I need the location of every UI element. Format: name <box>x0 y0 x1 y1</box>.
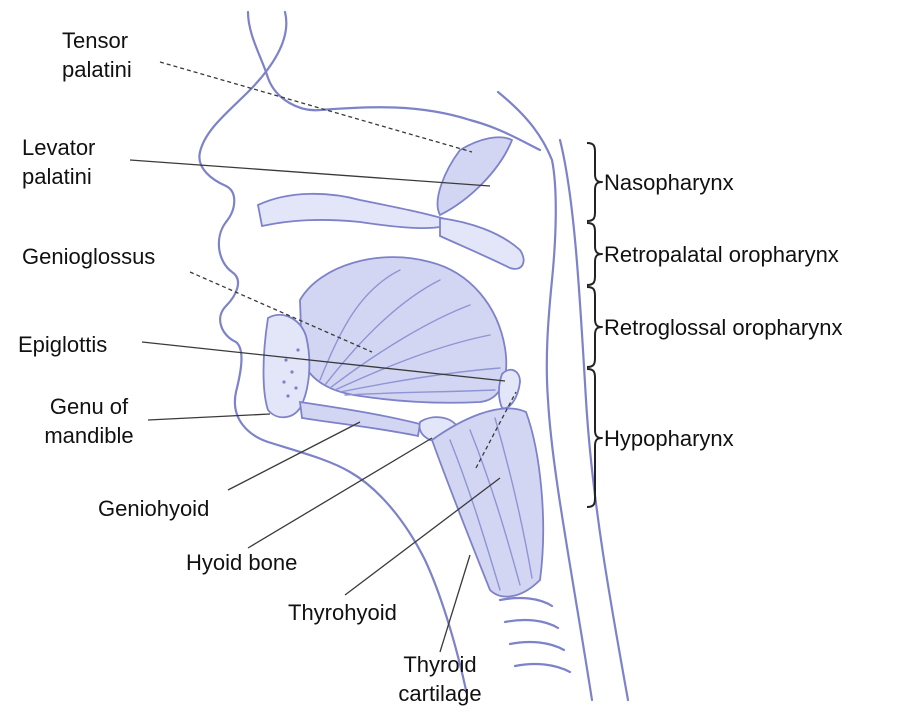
thyrohyoid-muscle <box>432 408 543 596</box>
label-epiglottis: Epiglottis <box>18 330 107 359</box>
region-retropalatal-oropharynx: Retropalatal oropharynx <box>604 240 839 269</box>
label-genu-of-mandible: Genu of mandible <box>24 392 154 450</box>
label-tensor-palatini: Tensor palatini <box>62 26 132 84</box>
hard-palate <box>258 194 455 228</box>
nasal-cavity-outline <box>248 12 540 150</box>
leader-geniohyoid <box>228 422 360 490</box>
label-geniohyoid: Geniohyoid <box>98 494 209 523</box>
leader-genu-of-mandible <box>148 414 270 420</box>
epiglottis <box>499 370 520 408</box>
label-thyroid-cartilage: Thyroid cartilage <box>385 650 495 708</box>
region-hypopharynx: Hypopharynx <box>604 424 734 453</box>
palatine-muscle-band <box>438 137 512 215</box>
region-retroglossal-oropharynx: Retroglossal oropharynx <box>604 313 842 342</box>
leader-tensor-palatini <box>160 62 472 152</box>
label-thyrohyoid: Thyrohyoid <box>288 598 397 627</box>
leader-hyoid-bone <box>248 438 432 548</box>
brace-retroglossal-oropharynx <box>587 287 602 367</box>
label-levator-palatini: Levator palatini <box>22 133 95 191</box>
brace-nasopharynx <box>587 143 602 221</box>
label-genioglossus: Genioglossus <box>22 242 155 271</box>
soft-palate <box>440 218 524 269</box>
label-hyoid-bone: Hyoid bone <box>186 548 297 577</box>
brace-retropalatal-oropharynx <box>587 223 602 285</box>
tracheal-rings <box>500 598 570 672</box>
geniohyoid-muscle <box>300 402 420 436</box>
leader-levator-palatini <box>130 160 490 186</box>
leader-thyroid-cartilage <box>440 555 470 652</box>
region-nasopharynx: Nasopharynx <box>604 168 734 197</box>
